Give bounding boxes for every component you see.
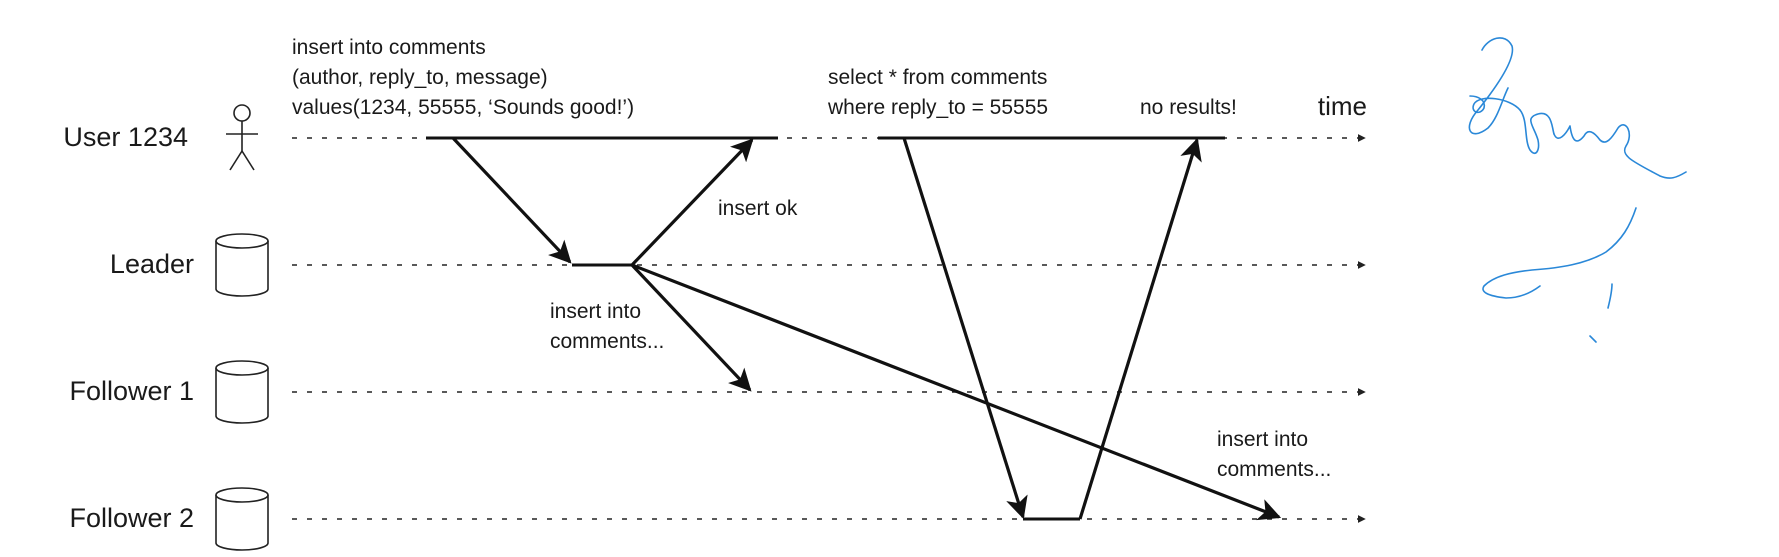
replicate-f2-line-1: insert into: [1217, 428, 1308, 451]
replicate-f1-note: insert into comments...: [550, 300, 664, 353]
handwritten-signature-scribble: [1468, 37, 1687, 343]
row-label-follower-2: Follower 2: [69, 503, 194, 533]
user-stick-figure-icon: [226, 104, 258, 171]
database-cylinder-icon: [215, 360, 269, 424]
select-query-line-1: select * from comments: [828, 66, 1047, 89]
insert-query-line-1: insert into comments: [292, 36, 486, 59]
replicate-to-follower-2-arrow: [631, 263, 1282, 521]
database-cylinder-icon: [215, 233, 269, 297]
insert-ok-arrow: [630, 138, 754, 267]
insert-ok-note: insert ok: [718, 197, 798, 220]
row-label-follower-1: Follower 1: [69, 376, 194, 406]
insert-query-note: insert into comments (author, reply_to, …: [292, 36, 634, 119]
replicate-f1-line-1: insert into: [550, 300, 641, 323]
replicate-to-follower-1-arrow: [630, 263, 752, 392]
insert-query-line-3: values(1234, 55555, ‘Sounds good!’): [292, 96, 634, 119]
write-request-arrow: [451, 136, 572, 264]
database-cylinder-icon: [215, 487, 269, 551]
select-query-line-2: where reply_to = 55555: [827, 96, 1048, 119]
select-query-note: select * from comments where reply_to = …: [827, 66, 1048, 119]
replicate-f2-note: insert into comments...: [1217, 428, 1331, 481]
row-label-user: User 1234: [63, 122, 188, 152]
replicate-f2-line-2: comments...: [1217, 458, 1331, 481]
insert-query-line-2: (author, reply_to, message): [292, 66, 548, 89]
row-label-leader: Leader: [110, 249, 194, 279]
time-axis-label: time: [1318, 91, 1367, 121]
no-results-note: no results!: [1140, 96, 1237, 119]
read-response-arrow: [1078, 137, 1202, 520]
replicate-f1-line-2: comments...: [550, 330, 664, 353]
read-request-arrow: [902, 137, 1028, 520]
